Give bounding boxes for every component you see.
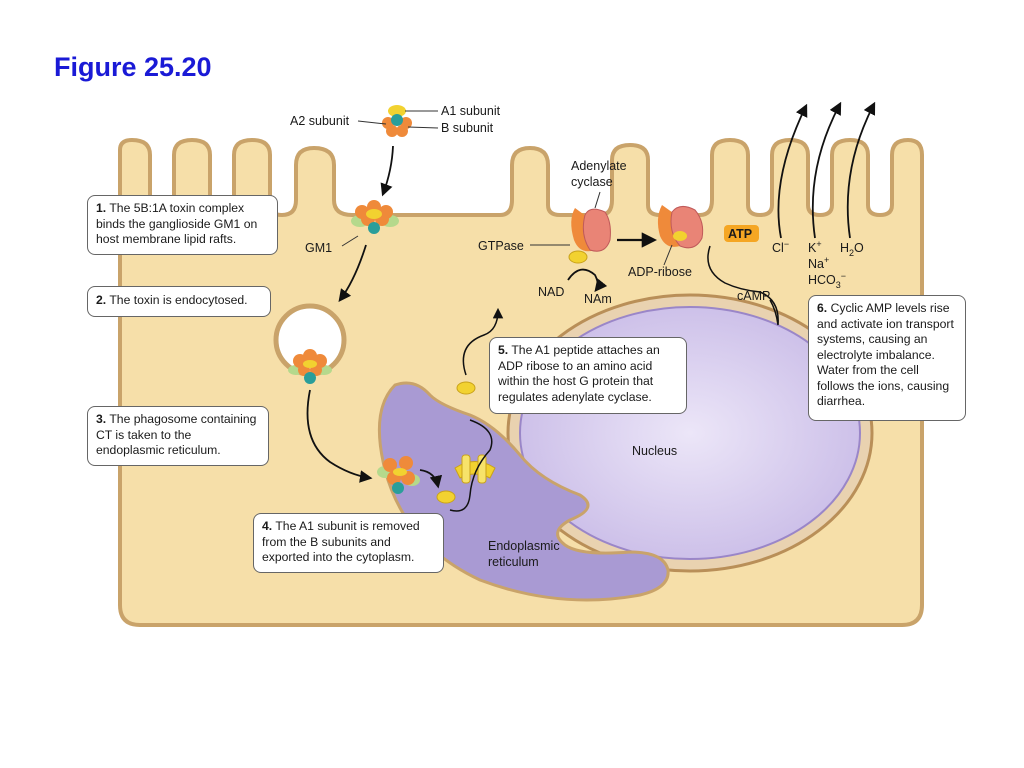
gtpase-label: GTPase — [478, 239, 524, 253]
step-1-text: The 5B:1A toxin complex binds the gangli… — [96, 201, 258, 246]
step-4-box: 4. The A1 subunit is removed from the B … — [253, 513, 444, 573]
adenylate-label: Adenylate — [571, 159, 627, 173]
step-1-number: 1. — [96, 201, 107, 215]
toxin-complex — [382, 105, 412, 137]
adenylate-cyclase-active — [657, 205, 704, 249]
camp-label: cAMP — [737, 289, 770, 303]
er-toxin — [377, 456, 420, 494]
a1-subunit-label: A1 subunit — [441, 104, 501, 118]
step-6-box: 6. Cyclic AMP levels rise and activate i… — [808, 295, 966, 421]
step-2-box: 2. The toxin is endocytosed. — [87, 286, 271, 317]
nad-label: NAD — [538, 285, 564, 299]
sodium-ion-label: Na+ — [808, 255, 829, 271]
er-label-line1: Endoplasmic — [488, 539, 560, 553]
atp-label: ATP — [728, 227, 752, 241]
step-6-number: 6. — [817, 301, 828, 315]
pathway-arrows — [306, 101, 876, 512]
b-subunit-label: B subunit — [441, 121, 494, 135]
chloride-ion-label: Cl− — [772, 239, 789, 255]
cyclase-label: cyclase — [571, 175, 613, 189]
atp-badge — [724, 225, 759, 242]
potassium-ion-label: K+ — [808, 239, 822, 255]
bicarbonate-ion-label: HCO3− — [808, 271, 846, 290]
nam-label: NAm — [584, 292, 612, 306]
gm1-label: GM1 — [305, 241, 332, 255]
step-2-text: The toxin is endocytosed. — [109, 293, 248, 307]
a2-subunit-label: A2 subunit — [290, 114, 350, 128]
adenylate-cyclase-inactive — [568, 208, 611, 264]
step-5-number: 5. — [498, 343, 509, 357]
step-3-text: The phagosome containing CT is taken to … — [96, 412, 257, 457]
step-4-number: 4. — [262, 519, 273, 533]
figure-title: Figure 25.20 — [54, 52, 212, 82]
a1-subunit-cytoplasm — [456, 381, 476, 395]
step-4-text: The A1 subunit is removed from the B sub… — [262, 519, 420, 564]
er-label-line2: reticulum — [488, 555, 539, 569]
a1-subunit-released — [436, 490, 456, 504]
step-5-box: 5. The A1 peptide attaches an ADP ribose… — [489, 337, 687, 414]
water-label: H2O — [840, 241, 864, 258]
step-3-number: 3. — [96, 412, 107, 426]
adp-ribose-label: ADP-ribose — [628, 265, 692, 279]
er-translocon — [454, 454, 496, 484]
step-5-text: The A1 peptide attaches an ADP ribose to… — [498, 343, 660, 404]
step-6-text: Cyclic AMP levels rise and activate ion … — [817, 301, 954, 408]
nucleus-label: Nucleus — [632, 444, 677, 458]
step-3-box: 3. The phagosome containing CT is taken … — [87, 406, 269, 466]
phagosome-toxin — [288, 349, 332, 384]
step-1-box: 1. The 5B:1A toxin complex binds the gan… — [87, 195, 278, 255]
step-2-number: 2. — [96, 293, 107, 307]
toxin-membrane-complex — [351, 200, 399, 234]
